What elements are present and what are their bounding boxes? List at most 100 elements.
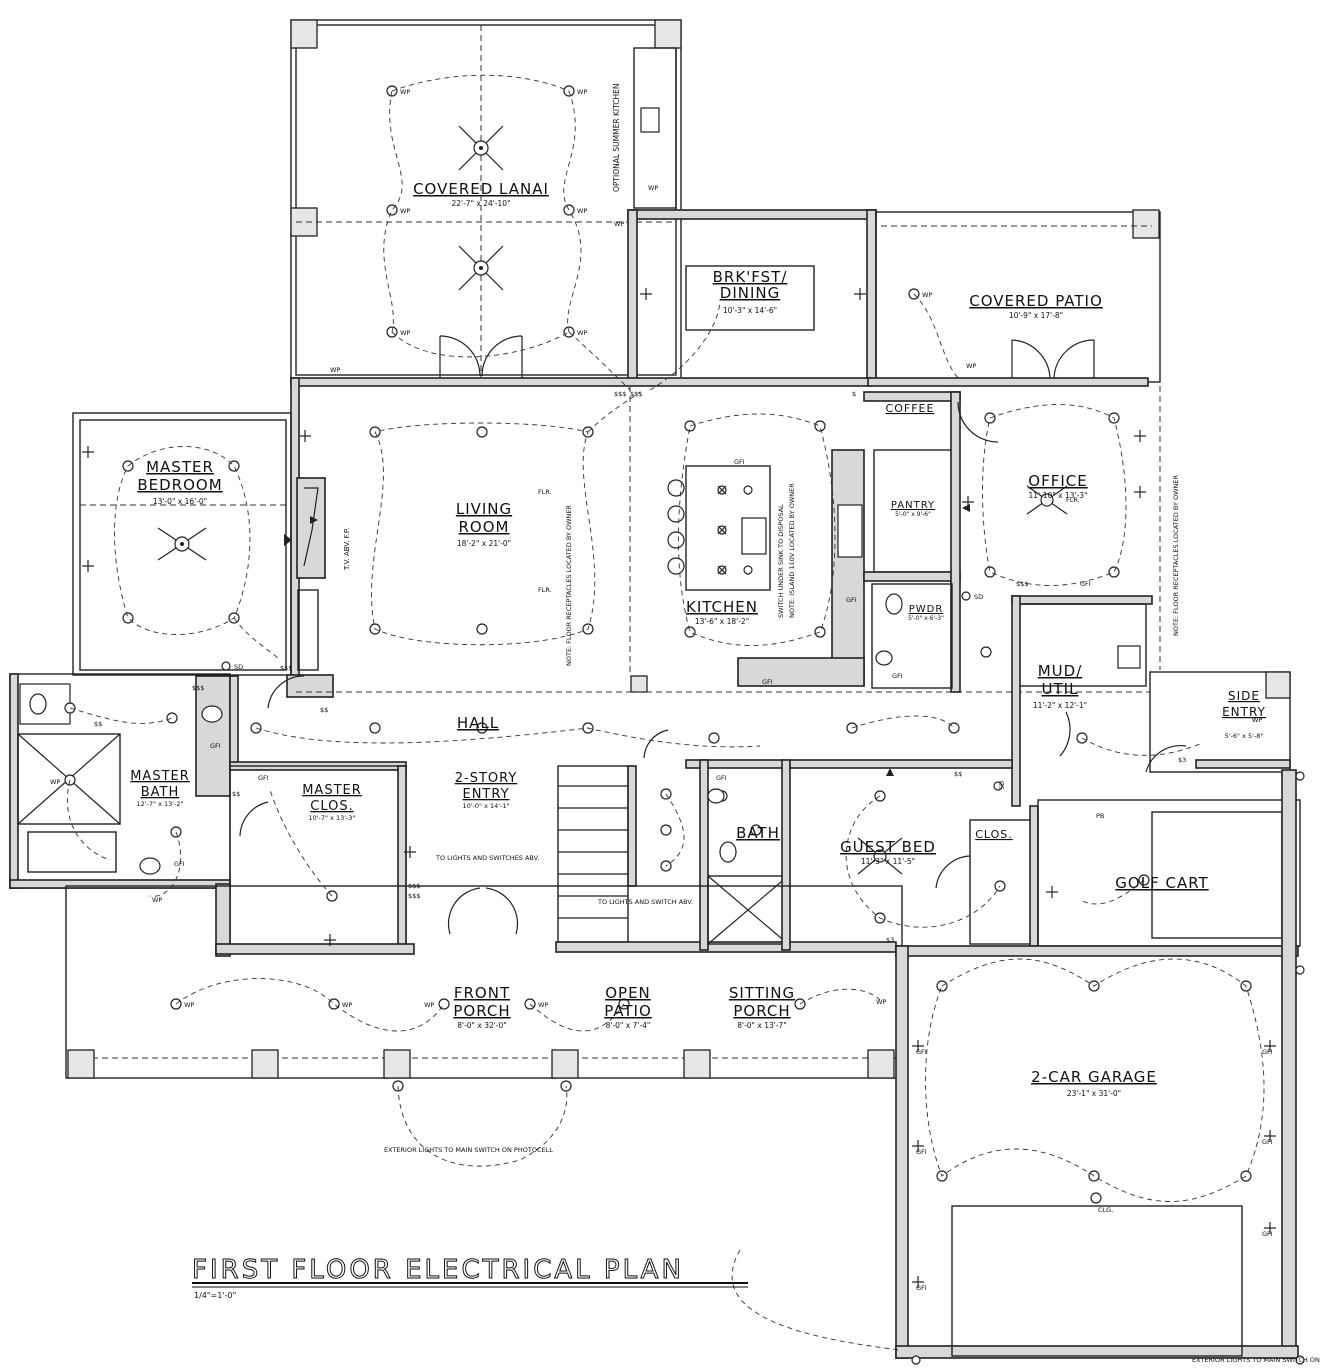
wiring (66, 74, 1265, 1351)
recessed-lights (717, 485, 753, 575)
gfi-label: GFI (916, 1148, 927, 1156)
receptacle-icon (82, 446, 94, 458)
kitchen-dim: 13'-6" x 18'-2" (695, 617, 749, 626)
summer-kitchen-counter (633, 47, 677, 209)
data-outlet-icon (284, 534, 292, 546)
golf-cart-bay (1037, 799, 1301, 947)
front-porch-name-1: FRONT (454, 984, 510, 1002)
tv-note: T.V. ABV. F.P. (343, 528, 351, 571)
ceiling-fan-icon (458, 125, 504, 171)
wp-label: WP (152, 896, 162, 904)
light-fixture-icon (1295, 965, 1305, 975)
living-name-2: ROOM (459, 518, 510, 536)
gfi-label: GFI (846, 596, 857, 604)
lanai-name: COVERED LANAI (413, 180, 549, 198)
sink-icon (139, 857, 161, 875)
sitting-porch-name-2: PORCH (733, 1002, 790, 1020)
switch-label: $$$ (1016, 580, 1028, 588)
open-patio-name-2: PATIO (604, 1002, 652, 1020)
open-patio-name-1: OPEN (605, 984, 651, 1002)
floor-receptacles-note: NOTE: FLOOR RECEPTACLES LOCATED BY OWNER (565, 505, 573, 666)
receptacle-icon (1134, 486, 1146, 498)
receptacle-icon (1046, 886, 1058, 898)
gfi-label: GFI (1262, 1048, 1273, 1056)
data-outlet-icon (962, 504, 970, 512)
receptacle-icon (1134, 430, 1146, 442)
structure (9, 19, 1301, 1359)
master-clos-name-1: MASTER (302, 783, 362, 798)
garage-dim: 23'-1" x 31'-0" (1067, 1089, 1121, 1098)
entry-name-1: 2-STORY (455, 771, 518, 786)
dining-table (685, 265, 815, 331)
receptacles (29, 288, 1276, 1288)
gfi-label: GFI (174, 860, 185, 868)
sd-label: SD (234, 663, 243, 671)
office-floor-note: NOTE: FLOOR RECEPTACLES LOCATED BY OWNER (1172, 475, 1180, 636)
flr-label: FLR. (538, 586, 552, 594)
receptacle-icon (912, 1276, 924, 1288)
porch-posts (67, 1049, 895, 1079)
wp-label: WP (400, 329, 410, 337)
title-block: FIRST FLOOR ELECTRICAL PLAN 1/4"=1'-0" (192, 1255, 748, 1300)
flr-label: FLR. (1066, 496, 1080, 504)
light-fixture-icon (166, 712, 178, 724)
data-outlet-icon (886, 768, 894, 776)
toilet-icon (719, 841, 737, 863)
wp-label: WP (184, 1001, 194, 1009)
pb-label: PB (1096, 812, 1104, 820)
switch-label: $$ (320, 706, 328, 714)
receptacle-icon (299, 430, 311, 442)
wp-label: WP (922, 291, 932, 299)
ceiling-fan-icon (458, 245, 504, 291)
hall-name: HALL (457, 714, 499, 732)
entry-name-2: ENTRY (462, 787, 509, 802)
garage-name: 2-CAR GARAGE (1031, 1068, 1157, 1086)
disposal-note: SWITCH UNDER SINK TO DISPOSAL (777, 504, 785, 618)
summer-kitchen-note: OPTIONAL SUMMER KITCHEN (612, 84, 621, 192)
office-name: OFFICE (1028, 472, 1087, 490)
kitchen-island (685, 465, 771, 591)
data-outlet-icon (310, 516, 318, 524)
ceiling-fan-icon (857, 837, 903, 875)
plan-title: FIRST FLOOR ELECTRICAL PLAN (192, 1255, 684, 1285)
staircase (557, 765, 637, 943)
smoke-detector-icon (993, 781, 1003, 791)
wp-label: WP (400, 88, 410, 96)
clg-label: CLG. (1098, 1206, 1113, 1214)
breakfast-name-2: DINING (720, 284, 780, 302)
switch-label: $$ (954, 770, 962, 778)
receptacle-icon (404, 846, 416, 858)
kitchen-counter-right (831, 449, 865, 686)
gfi-label: GFI (1080, 580, 1091, 588)
flr-label: FLR. (538, 488, 552, 496)
sitting-porch-name-1: SITTING (729, 984, 795, 1002)
wp-label: WP (1252, 716, 1262, 724)
light-fixture-icon (984, 566, 996, 578)
island-stools (667, 479, 685, 575)
switch-label: $$$ (630, 390, 642, 398)
master-bedroom-walls (72, 412, 292, 676)
front-porch-dim: 8'-0" x 32'-0" (457, 1021, 507, 1030)
master-bath-name-2: BATH (141, 785, 180, 800)
receptacle-icon (854, 288, 866, 300)
entry-dim: 10'-0" x 14'-1" (462, 802, 509, 810)
switch-label: $$$ (192, 684, 204, 692)
patio-post-ne (1132, 209, 1160, 239)
light-fixture-icon (708, 732, 720, 744)
switch-label: $ (852, 390, 856, 398)
office-dim: 11'-10" x 13'-3" (1028, 491, 1087, 500)
smoke-detector-icon (961, 591, 971, 601)
patio-name: COVERED PATIO (969, 292, 1103, 310)
pantry-name: PANTRY (891, 500, 935, 511)
front-porch-outline (65, 885, 903, 1079)
lights-switches-note: TO LIGHTS AND SWITCHES ABV. (435, 854, 539, 862)
sink-icon (201, 705, 223, 723)
receptacle-icon (912, 1040, 924, 1052)
sd-label: SD (974, 593, 983, 601)
symbol-labels: WP WP WP WP WP WP WP WP WP WP WP WP WP W… (50, 88, 1273, 1292)
pwdr-dim: 5'-0" x 6'-3" (908, 615, 944, 622)
sink-icon (875, 650, 893, 666)
receptacle-icon (82, 560, 94, 572)
light-fixture-icon (684, 626, 696, 638)
ceiling-fan-icon (1026, 485, 1068, 515)
